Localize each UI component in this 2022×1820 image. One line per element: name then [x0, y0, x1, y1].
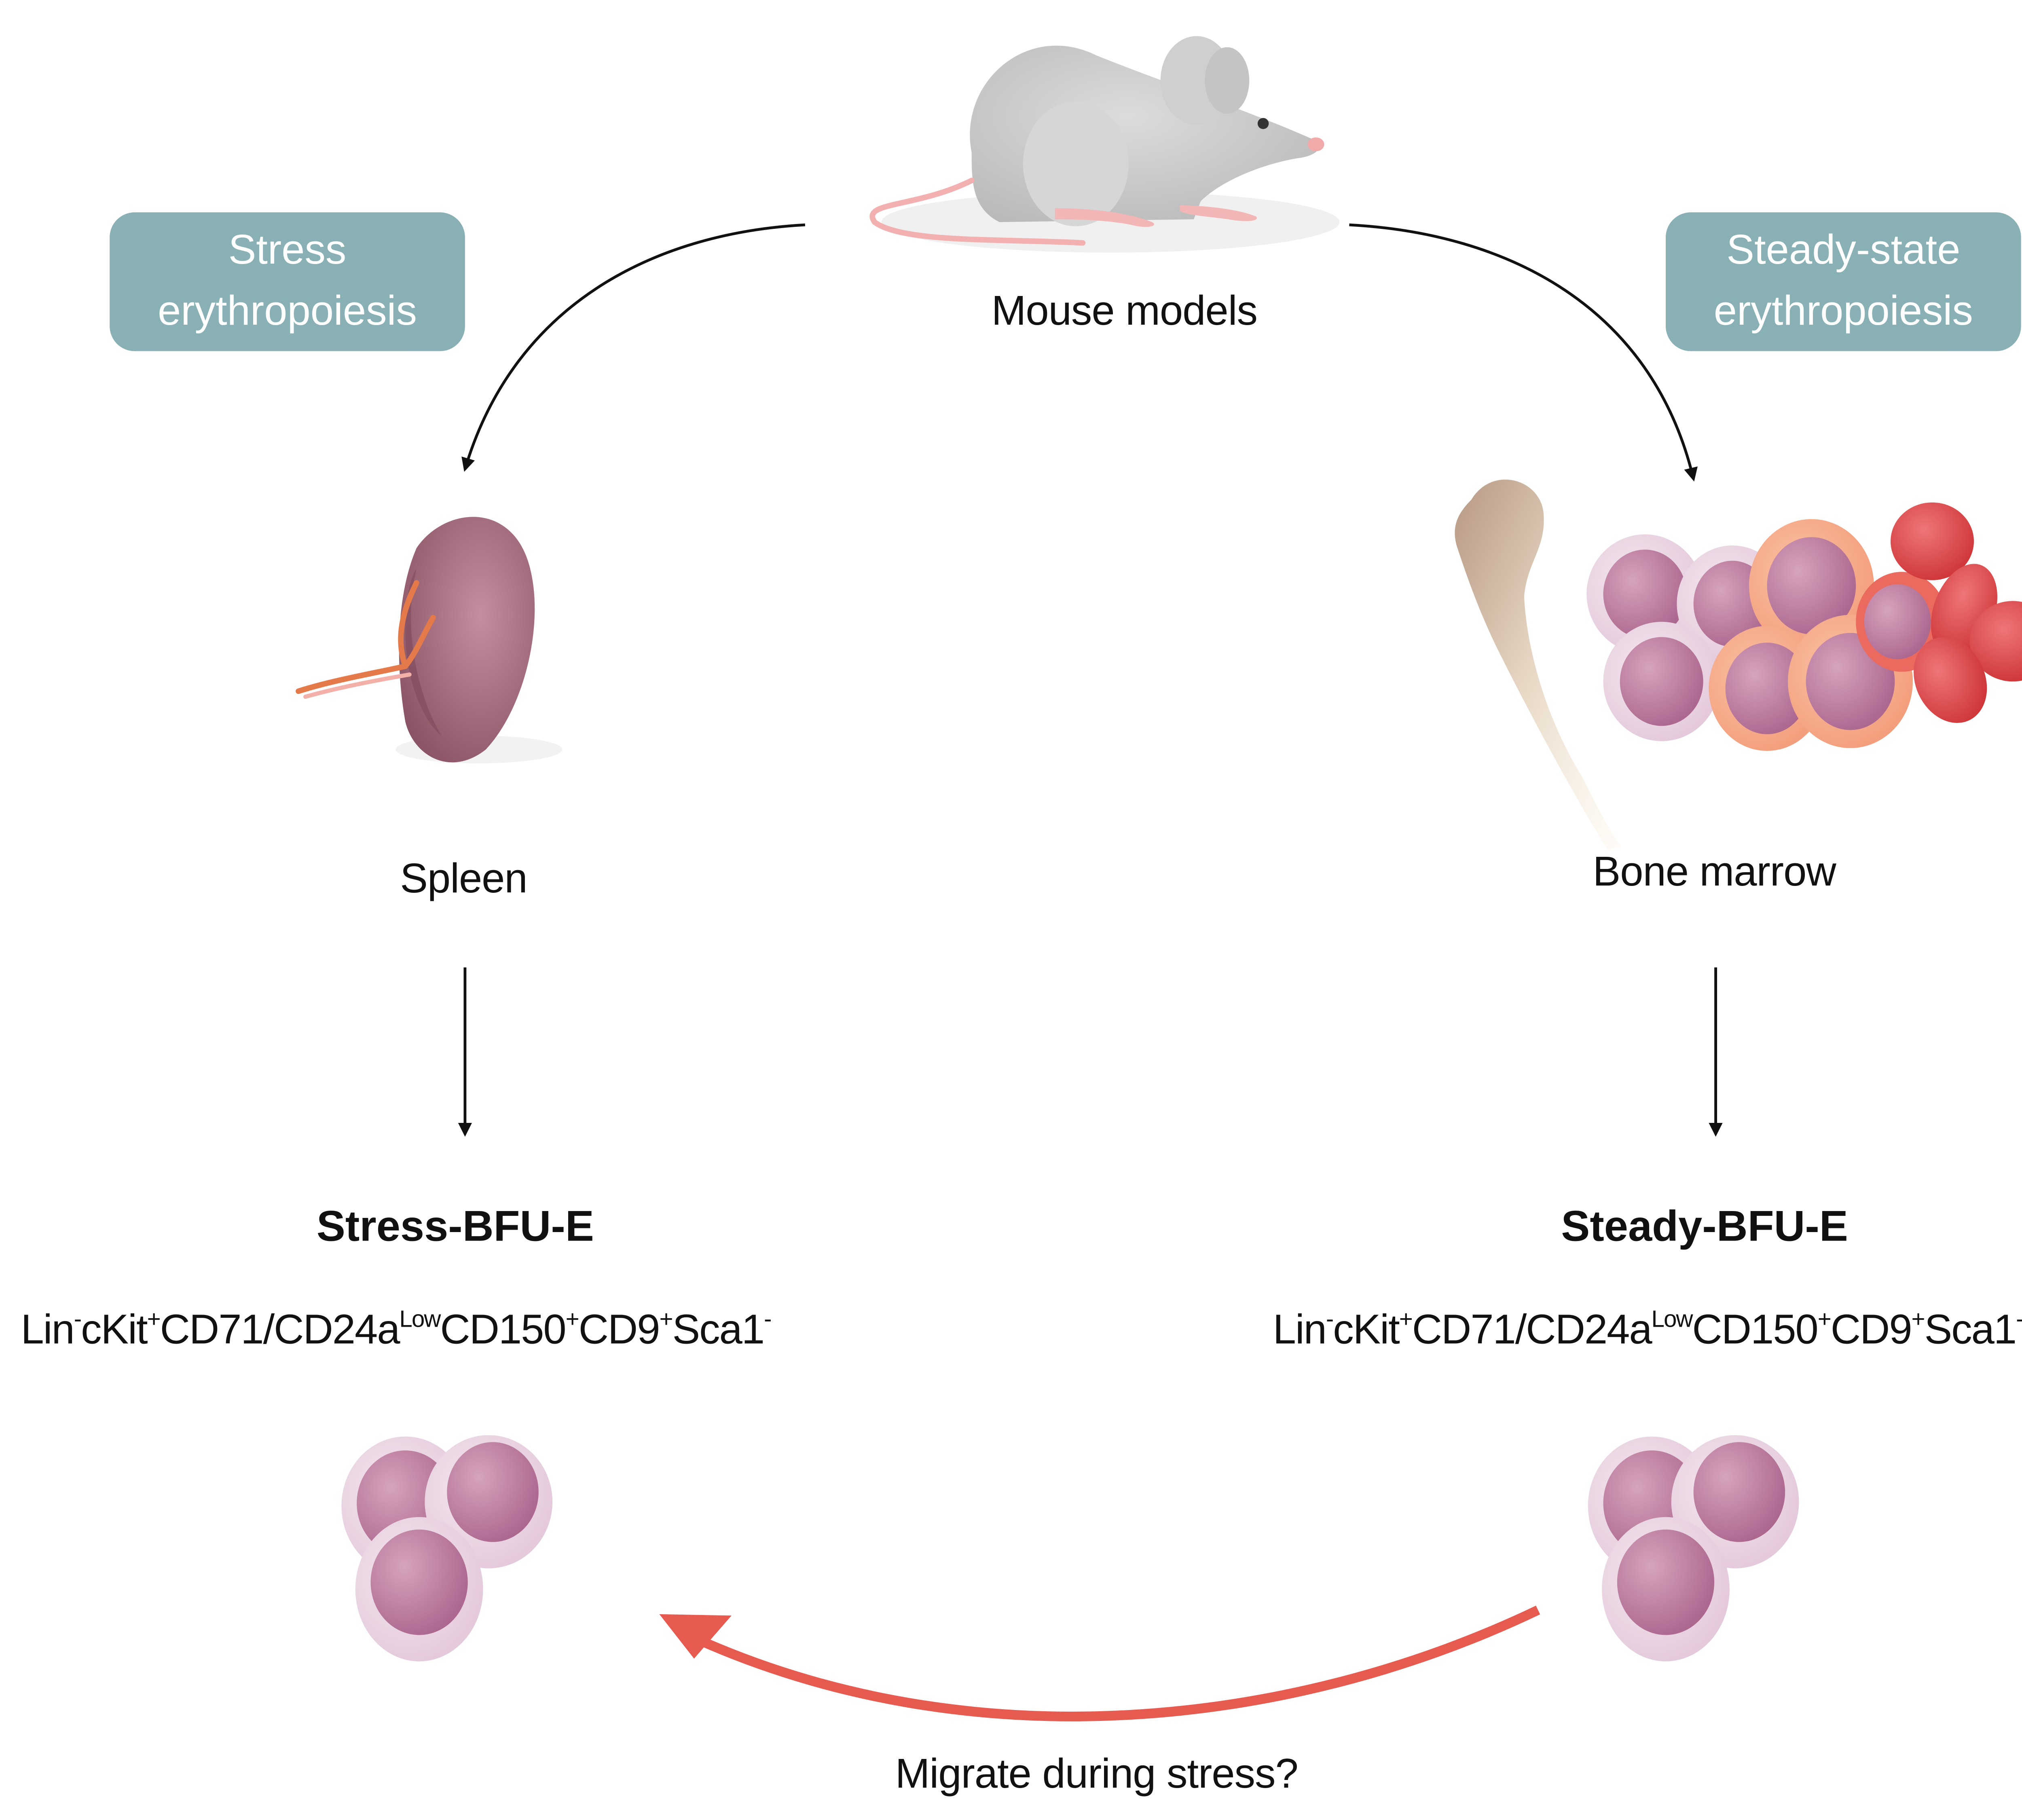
bone-marrow-label: Bone marrow: [1593, 849, 1836, 895]
steady-bfue-title: Steady-BFU-E: [1561, 1202, 1848, 1251]
arrow-to-spleen: [461, 223, 806, 472]
marker-sup: -: [1326, 1306, 1334, 1333]
mouse-icon: [869, 36, 1340, 253]
stress-bfue-cells-icon: [341, 1435, 553, 1661]
marker-part: CD150: [1692, 1307, 1818, 1353]
marker-part: Lin: [21, 1307, 74, 1353]
marker-part: Sca1: [672, 1307, 765, 1353]
marker-sup: +: [1911, 1306, 1925, 1333]
marker-sup: +: [1399, 1306, 1413, 1333]
steady-bfue-cells-icon: [1588, 1435, 1799, 1661]
migrate-during-stress-label: Migrate during stress?: [895, 1751, 1299, 1798]
spleen-label: Spleen: [400, 856, 528, 903]
marker-part: cKit: [81, 1307, 148, 1353]
stress-bfue-marker-phenotype: Lin-cKit+CD71/CD24aLowCD150+CD9+Sca1-: [21, 1306, 772, 1355]
marker-part: cKit: [1333, 1307, 1400, 1353]
mouse-models-label: Mouse models: [991, 288, 1258, 335]
marker-part: CD9: [578, 1307, 660, 1353]
migrate-arrowhead: [659, 1614, 732, 1659]
marker-part: CD150: [440, 1307, 566, 1353]
marker-part: CD71/CD24a: [160, 1307, 400, 1353]
marker-sup: +: [659, 1306, 673, 1333]
marker-sup: -: [2016, 1306, 2022, 1332]
marker-sup: +: [1817, 1306, 1832, 1333]
badge-line-1: Stress: [228, 227, 347, 274]
badge-line-2: erythropoiesis: [157, 288, 417, 335]
stress-bfue-title: Stress-BFU-E: [316, 1202, 594, 1251]
marker-part: Sca1: [1924, 1307, 2017, 1353]
marker-sup: +: [565, 1306, 580, 1333]
marker-sup: -: [764, 1306, 772, 1333]
marker-part: CD9: [1830, 1307, 1912, 1353]
marker-sup: -: [74, 1306, 82, 1333]
marker-part: CD71/CD24a: [1412, 1307, 1652, 1353]
steady-state-erythropoiesis-badge: Steady-state erythropoiesis: [1666, 212, 2021, 351]
migrate-arrow: [692, 1605, 1540, 1721]
badge-line-2: erythropoiesis: [1713, 288, 1973, 335]
spleen-icon: [296, 517, 563, 763]
marker-sup: +: [147, 1306, 161, 1333]
steady-bfue-marker-phenotype: Lin-cKit+CD71/CD24aLowCD150+CD9+Sca1-: [1273, 1307, 2022, 1355]
marker-part: Lin: [1273, 1307, 1327, 1353]
stress-erythropoiesis-badge: Stress erythropoiesis: [110, 212, 465, 351]
arrow-to-bone-marrow: [1349, 223, 1698, 482]
marker-sup: Low: [1651, 1306, 1693, 1333]
badge-line-1: Steady-state: [1726, 227, 1961, 274]
marker-sup: Low: [399, 1306, 441, 1333]
bone-marrow-icon: [1455, 479, 2022, 850]
